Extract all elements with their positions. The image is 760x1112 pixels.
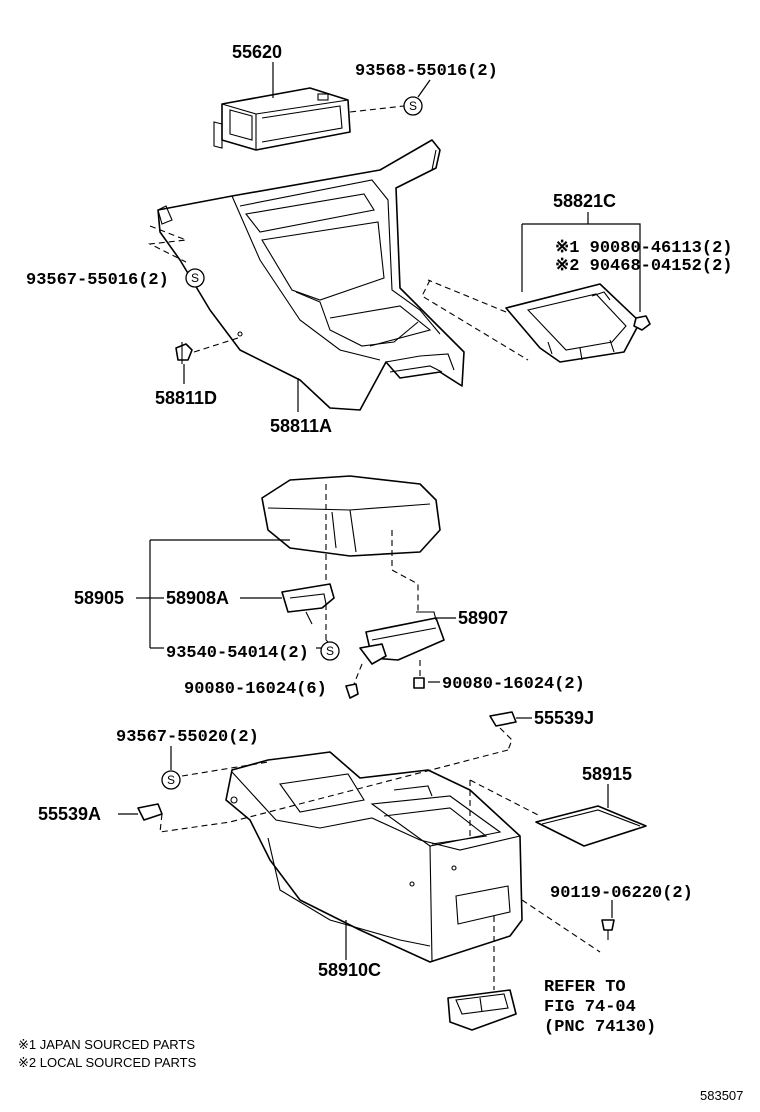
svg-text:S: S xyxy=(191,271,199,285)
part-90468-nut xyxy=(633,315,651,331)
part-armrest-lid xyxy=(261,475,441,557)
label-58907: 58907 xyxy=(458,608,508,628)
part-90119-screw xyxy=(601,919,615,940)
label-90080-46113: ※1 90080-46113(2) xyxy=(555,239,732,258)
label-55620: 55620 xyxy=(232,42,282,62)
part-90080-screw-2 xyxy=(413,677,425,689)
label-93567-55020: 93567-55020(2) xyxy=(116,728,259,747)
s-clip-93567-55016: S xyxy=(185,268,205,288)
s-clip-93568: S xyxy=(403,96,423,116)
part-58915-mat xyxy=(535,805,647,847)
part-58907-hinge xyxy=(359,611,445,665)
label-90119-06220: 90119-06220(2) xyxy=(550,884,693,903)
part-58811A-console-panel xyxy=(157,139,465,411)
label-58811A: 58811A xyxy=(270,416,332,436)
diagram-id: 583507 xyxy=(700,1088,743,1103)
label-58821C: 58821C xyxy=(553,191,616,211)
label-90468-04152: ※2 90468-04152(2) xyxy=(555,257,732,276)
part-55539A-clip xyxy=(137,803,163,821)
label-90080-16024-6: 90080-16024(6) xyxy=(184,680,327,699)
svg-text:S: S xyxy=(167,773,175,787)
label-55539A: 55539A xyxy=(38,804,101,824)
label-90080-16024-2: 90080-16024(2) xyxy=(442,675,585,694)
s-clip-93540: S xyxy=(320,641,340,661)
label-58915: 58915 xyxy=(582,764,632,784)
part-55539J-clip xyxy=(489,711,517,727)
label-93567-55016: 93567-55016(2) xyxy=(26,271,169,290)
part-55620-box xyxy=(213,87,351,151)
label-93540-54014: 93540-54014(2) xyxy=(166,644,309,663)
part-58821C-bezel xyxy=(505,283,641,363)
part-90080-screw-6 xyxy=(345,683,359,699)
label-refer-pnc: (PNC 74130) xyxy=(544,1018,656,1037)
part-refer-tray xyxy=(447,989,517,1031)
label-refer-to: REFER TO xyxy=(544,978,626,997)
part-58910C-console-box xyxy=(225,751,523,963)
part-58908A-lock xyxy=(281,583,335,625)
label-55539J: 55539J xyxy=(534,708,594,728)
note-japan-sourced: ※1 JAPAN SOURCED PARTS xyxy=(18,1037,195,1052)
label-58908A: 58908A xyxy=(166,588,229,608)
label-58910C: 58910C xyxy=(318,960,381,980)
label-58811D: 58811D xyxy=(155,388,217,408)
label-93568-55016: 93568-55016(2) xyxy=(355,62,498,81)
part-58811D-clip xyxy=(175,342,193,364)
svg-text:S: S xyxy=(326,644,334,658)
note-local-sourced: ※2 LOCAL SOURCED PARTS xyxy=(18,1055,197,1070)
svg-text:S: S xyxy=(409,99,417,113)
s-clip-93567-55020: S xyxy=(161,770,181,790)
label-58905: 58905 xyxy=(74,588,124,608)
label-refer-fig: FIG 74-04 xyxy=(544,998,636,1017)
